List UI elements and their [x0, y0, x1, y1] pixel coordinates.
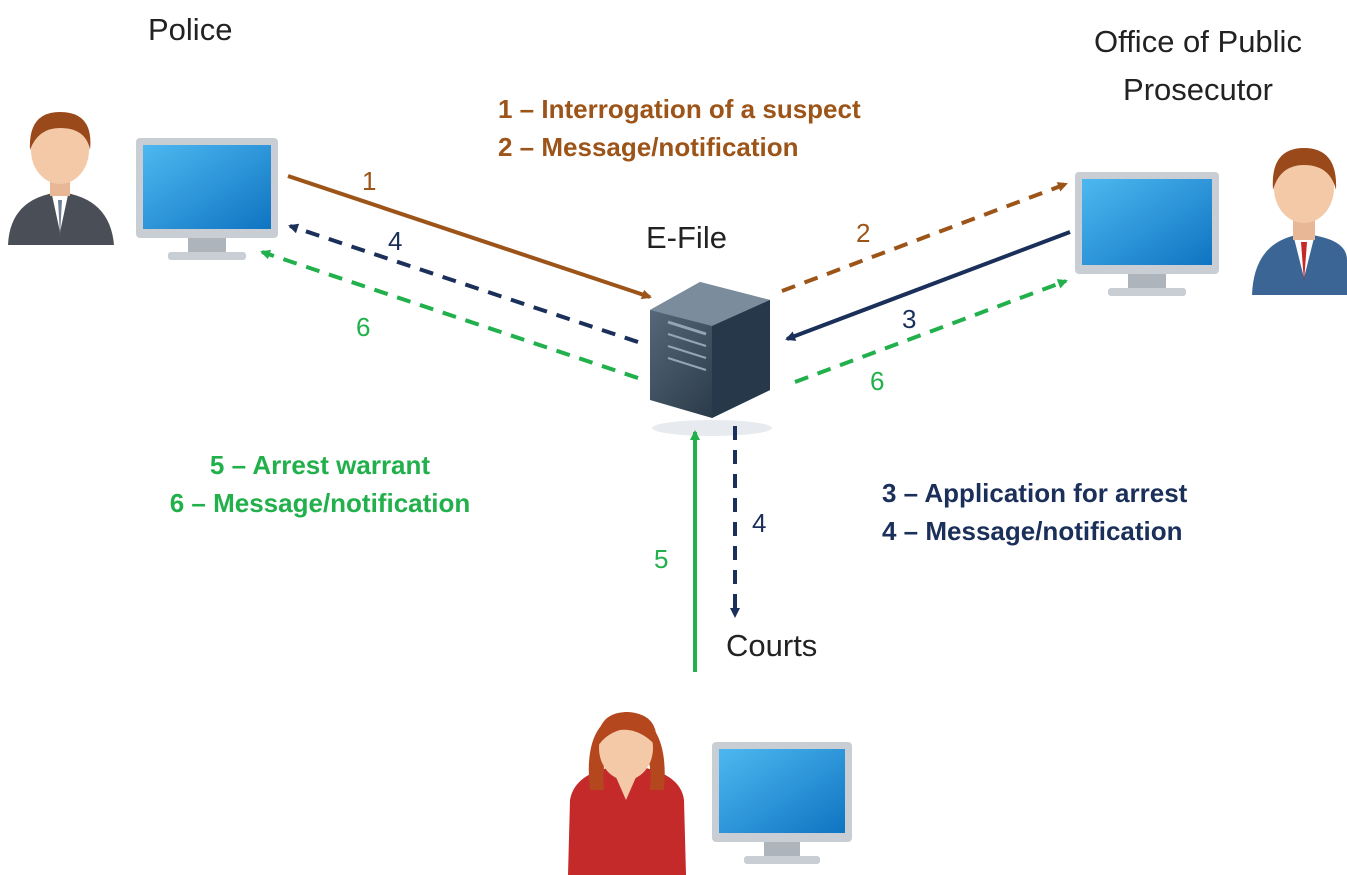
- flow-arrow-1: [287, 174, 652, 300]
- prosecutor-label: Office of Public Prosecutor: [1058, 18, 1338, 114]
- flow-arrow-4-police: [288, 223, 639, 344]
- legend-police-prosecutor: 1 – Interrogation of a suspect 2 – Messa…: [498, 90, 861, 166]
- legend-item-4: 4 – Message/notification: [882, 516, 1183, 546]
- flow-label-6-police: 6: [356, 312, 371, 342]
- police-monitor-icon: [136, 138, 278, 260]
- flow-label-6-prosecutor: 6: [870, 366, 885, 396]
- flow-label-3: 3: [902, 304, 917, 334]
- flow-label-2: 2: [856, 218, 871, 248]
- legend-item-5: 5 – Arrest warrant: [209, 450, 431, 480]
- prosecutor-monitor-icon: [1075, 172, 1219, 296]
- courts-label: Courts: [726, 628, 818, 663]
- flow-arrow-6-police: [260, 249, 639, 380]
- prosecutor-label-line1: Office of Public: [1094, 24, 1302, 59]
- flow-label-4-courts: 4: [752, 508, 767, 538]
- legend-item-6: 6 – Message/notification: [169, 488, 471, 518]
- legend-item-1: 1 – Interrogation of a suspect: [498, 94, 861, 124]
- flow-label-1: 1: [362, 166, 377, 196]
- prosecutor-label-line2: Prosecutor: [1123, 72, 1273, 107]
- police-person-icon: [8, 112, 114, 245]
- flow-arrow-6-prosecutor: [794, 279, 1068, 384]
- flow-label-5: 5: [654, 544, 669, 574]
- flow-label-4-police: 4: [388, 226, 403, 256]
- flow-arrow-3: [785, 230, 1071, 341]
- legend-item-2: 2 – Message/notification: [498, 132, 799, 162]
- courts-monitor-icon: [712, 742, 852, 864]
- efile-label: E-File: [646, 220, 727, 255]
- police-label: Police: [148, 12, 233, 47]
- legend-prosecutor-courts: 3 – Application for arrest 4 – Message/n…: [882, 474, 1187, 550]
- efile-server-icon: [650, 282, 772, 436]
- prosecutor-person-icon: [1252, 148, 1347, 295]
- legend-item-3: 3 – Application for arrest: [882, 478, 1188, 508]
- courts-person-icon: [568, 712, 686, 875]
- legend-courts: 5 – Arrest warrant 6 – Message/notificat…: [120, 446, 520, 522]
- flow-arrow-2: [781, 182, 1068, 293]
